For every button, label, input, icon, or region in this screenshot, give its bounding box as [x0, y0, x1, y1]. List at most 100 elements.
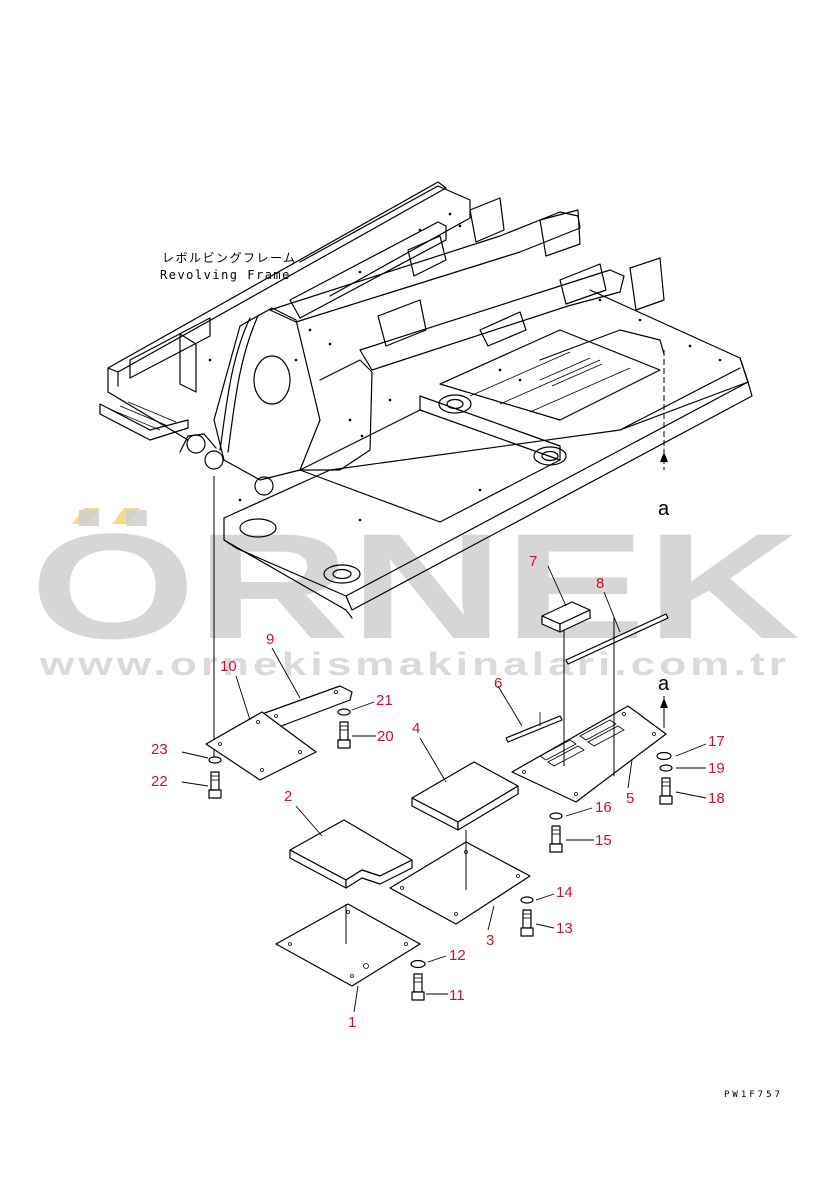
view-arrow-upper: a — [658, 350, 670, 520]
frame-boom-cutout — [253, 355, 291, 405]
frame-front-side-rail — [345, 381, 753, 611]
part-2-front — [345, 859, 413, 889]
callout-4: 4 — [412, 720, 420, 737]
frame-bearing-1-inner — [446, 398, 464, 410]
frame-rear-post — [179, 333, 197, 393]
callout-22: 22 — [151, 773, 168, 790]
watermark-brand: ÖRNEK — [30, 502, 800, 670]
callout-9: 9 — [266, 631, 274, 648]
part-7-block — [541, 601, 591, 633]
frame-rear-block-far — [629, 257, 665, 311]
exploded-centerlines — [345, 618, 615, 944]
part-23-washer — [208, 756, 222, 764]
frame-bearing-2-inner — [541, 450, 559, 462]
part-6-body — [505, 715, 563, 743]
frame-bracket-2 — [479, 311, 527, 347]
frame-label-jp: レボルビングフレーム — [162, 251, 297, 265]
view-arrow-label-lower: a — [658, 673, 670, 695]
part-3-plate — [389, 841, 531, 925]
part-5-vents — [539, 719, 625, 767]
part-1-body — [275, 903, 421, 987]
frame-front-top-edge — [223, 367, 741, 519]
watermark-accent-left — [72, 508, 100, 524]
part-10-plate — [205, 711, 317, 781]
frame-rear-block-right — [539, 209, 581, 257]
part-22-bolt — [208, 771, 222, 799]
callout-16: 16 — [595, 799, 612, 816]
watermark-url: www.ornekismakinalari.com.tr — [39, 646, 790, 682]
part-15-bolt — [549, 825, 563, 853]
frame-rear-top-plate — [539, 329, 665, 361]
frame-bracket-3 — [407, 235, 447, 277]
part-3-body — [389, 841, 531, 925]
callout-3: 3 — [486, 932, 494, 949]
revolving-frame — [99, 181, 753, 619]
frame-hose-2 — [227, 315, 259, 453]
part-19-washer — [659, 764, 673, 772]
frame-bearing-4-inner — [332, 568, 352, 580]
frame-bracket-1 — [377, 299, 427, 347]
callout-13: 13 — [556, 920, 573, 937]
frame-front-lower — [223, 517, 353, 619]
frame-rear-deck-ribs — [469, 351, 631, 413]
callout-12: 12 — [449, 947, 466, 964]
callout-21: 21 — [376, 692, 393, 709]
drawing-code: PW1F757 — [724, 1090, 783, 1100]
part-17-washer — [656, 751, 672, 761]
part-5-body — [511, 705, 667, 803]
frame-rear-deck — [439, 329, 661, 421]
part-11-bolt — [411, 973, 425, 1001]
callout-10: 10 — [220, 658, 237, 675]
part-4-pad — [411, 761, 519, 831]
frame-label-en: Revolving Frame — [160, 268, 291, 282]
frame-pin-boss-3 — [254, 476, 274, 496]
callout-19: 19 — [708, 760, 725, 777]
frame-front-inner — [223, 539, 347, 597]
callout-11: 11 — [449, 987, 465, 1004]
callout-18: 18 — [708, 790, 725, 807]
frame-bracket-5 — [559, 263, 607, 305]
frame-step-treads — [111, 401, 177, 431]
view-arrow-lower: a — [658, 673, 670, 728]
frame-center-deck-wall — [419, 395, 561, 461]
callout-23: 23 — [151, 741, 168, 758]
view-arrow-label-upper: a — [658, 498, 670, 520]
frame-left-top-rail — [107, 181, 447, 373]
part-16-washer — [549, 812, 563, 820]
part-12-washer — [410, 959, 426, 969]
part-20-bolt — [337, 721, 351, 749]
frame-bearing-3 — [239, 518, 277, 538]
leader-lines — [181, 565, 707, 1013]
part-13-bolt — [520, 909, 534, 937]
part-8-body — [565, 613, 669, 665]
callout-15: 15 — [595, 832, 612, 849]
frame-bearing-4 — [323, 564, 361, 584]
frame-bearing-2 — [533, 446, 567, 466]
part-2-pad — [289, 819, 413, 889]
frame-rear-cross-1 — [129, 317, 211, 379]
watermark-accent-right — [112, 508, 140, 524]
callout-8: 8 — [596, 575, 604, 592]
frame-right-rail — [589, 289, 749, 431]
frame-pin-boss-2 — [204, 450, 224, 470]
frame-bracket-4 — [469, 197, 505, 243]
part-6-strip — [505, 712, 563, 743]
callout-17: 17 — [708, 733, 725, 750]
watermark: ÖRNEK www.ornekismakinalari.com.tr — [30, 502, 800, 682]
part-1-plate — [275, 903, 421, 987]
callout-5: 5 — [626, 790, 634, 807]
part-5-plate — [511, 705, 667, 803]
frame-boss-web — [179, 433, 217, 453]
frame-boom-foot — [213, 307, 321, 481]
frame-left-beam — [289, 221, 447, 319]
part-8-strip — [565, 613, 669, 665]
frame-step — [99, 403, 189, 441]
part-14-washer — [520, 896, 534, 904]
callout-7: 7 — [529, 553, 537, 570]
callout-20: 20 — [377, 728, 394, 745]
callout-14: 14 — [556, 884, 573, 901]
view-arrowhead-lower — [660, 698, 668, 708]
view-arrowhead-upper — [660, 452, 668, 462]
